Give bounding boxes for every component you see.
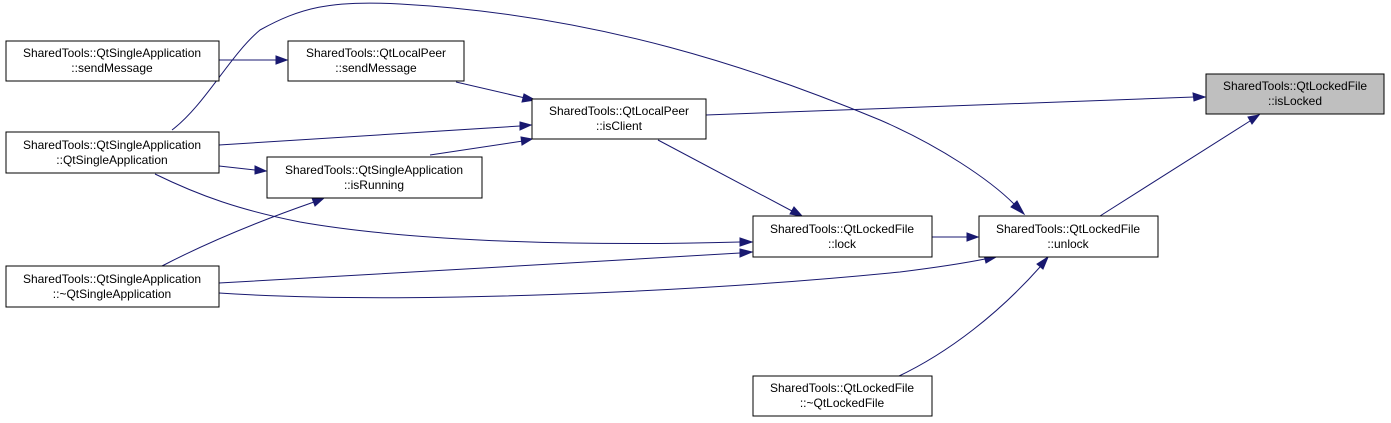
edge-saDtor-isRunning xyxy=(161,197,326,267)
node-lp-sendmessage-line2: ::sendMessage xyxy=(335,61,417,75)
edge-saSendMessage-lpSendMessage xyxy=(219,55,289,65)
edge-lock-unlock xyxy=(932,232,980,242)
node-sa-sendmessage-line1: SharedTools::QtSingleApplication xyxy=(23,46,201,60)
edge-lfDtor-unlock xyxy=(896,255,1050,378)
node-isclient-line2: ::isClient xyxy=(596,119,643,133)
node-qtlocalpeer-sendmessage: SharedTools::QtLocalPeer ::sendMessage xyxy=(287,40,465,82)
node-qtsingleapplication-isrunning: SharedTools::QtSingleApplication ::isRun… xyxy=(266,156,483,199)
node-sa-ctor-line1: SharedTools::QtSingleApplication xyxy=(23,138,201,152)
node-islocked-line2: ::isLocked xyxy=(1268,94,1322,108)
node-qtsingleapplication-destructor: SharedTools::QtSingleApplication ::~QtSi… xyxy=(5,265,220,308)
node-sa-dtor-line1: SharedTools::QtSingleApplication xyxy=(23,272,201,286)
edge-saCtor-unlock xyxy=(171,2,1026,216)
node-lock-line2: ::lock xyxy=(828,237,857,251)
edge-isClient-lock xyxy=(657,139,804,217)
edge-saDtor-lock xyxy=(218,248,754,284)
node-sa-sendmessage-line2: ::sendMessage xyxy=(71,61,153,75)
node-unlock-line2: ::unlock xyxy=(1047,237,1089,251)
edge-isClient-isLocked xyxy=(705,92,1207,116)
edge-lpSendMessage-isClient xyxy=(455,81,537,103)
node-lf-dtor-line1: SharedTools::QtLockedFile xyxy=(770,381,914,395)
edge-saCtor-isRunning xyxy=(218,165,268,175)
node-isrunning-line1: SharedTools::QtSingleApplication xyxy=(285,163,463,177)
edge-saCtor-isClient xyxy=(218,121,533,146)
node-sa-ctor-line2: ::QtSingleApplication xyxy=(56,153,167,167)
edge-unlock-isLocked xyxy=(1099,114,1261,217)
edge-isRunning-isClient xyxy=(429,136,534,156)
node-unlock-line1: SharedTools::QtLockedFile xyxy=(996,222,1140,236)
node-isrunning-line2: ::isRunning xyxy=(344,178,404,192)
node-islocked-line1: SharedTools::QtLockedFile xyxy=(1223,79,1367,93)
node-qtlockedfile-lock: SharedTools::QtLockedFile ::lock xyxy=(752,215,933,258)
node-isclient-line1: SharedTools::QtLocalPeer xyxy=(549,104,689,118)
node-lock-line1: SharedTools::QtLockedFile xyxy=(770,222,914,236)
node-qtsingleapplication-constructor: SharedTools::QtSingleApplication ::QtSin… xyxy=(5,131,220,174)
node-qtlocalpeer-isclient: SharedTools::QtLocalPeer ::isClient xyxy=(531,98,707,140)
node-qtsingleapplication-sendmessage: SharedTools::QtSingleApplication ::sendM… xyxy=(5,40,220,82)
node-qtlockedfile-islocked: SharedTools::QtLockedFile ::isLocked xyxy=(1205,73,1385,115)
node-qtlockedfile-destructor: SharedTools::QtLockedFile ::~QtLockedFil… xyxy=(752,375,933,417)
node-lp-sendmessage-line1: SharedTools::QtLocalPeer xyxy=(306,46,446,60)
node-lf-dtor-line2: ::~QtLockedFile xyxy=(800,396,885,410)
node-qtlockedfile-unlock: SharedTools::QtLockedFile ::unlock xyxy=(978,215,1159,258)
edge-saCtor-lock xyxy=(154,173,754,247)
node-sa-dtor-line2: ::~QtSingleApplication xyxy=(53,287,171,301)
